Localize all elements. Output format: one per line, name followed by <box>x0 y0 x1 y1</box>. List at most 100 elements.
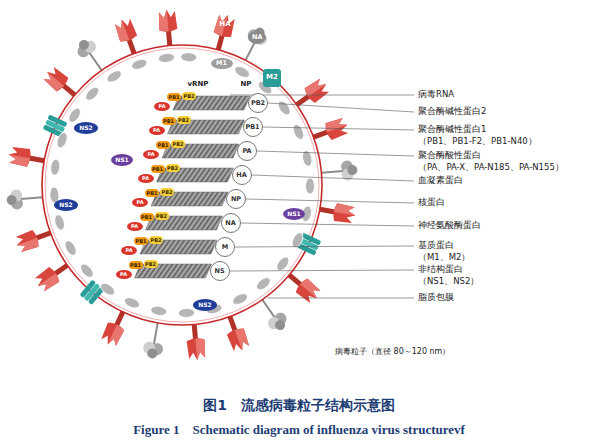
spike-highlight <box>300 277 323 298</box>
node-text: PB2 <box>145 262 156 267</box>
hemagglutinin-spike <box>318 200 357 224</box>
pb1-subunit: PB1 <box>167 93 181 101</box>
leader-line <box>230 270 415 271</box>
segment-circle: NP <box>226 189 246 209</box>
matrix-protein <box>305 178 314 194</box>
size-note: 病毒粒子（直径 80～120 nm） <box>335 347 450 356</box>
pb2-subunit: PB2 <box>155 212 169 220</box>
ns2-oval: NS2 <box>193 299 217 311</box>
protein-label: 聚合酶碱性蛋白1 <box>418 125 486 135</box>
pb1-subunit: PB1 <box>162 117 176 125</box>
neuraminidase-spike <box>142 321 168 360</box>
node-text: PB2 <box>251 100 265 107</box>
m2-channel <box>79 279 104 305</box>
spike-stem <box>21 197 43 199</box>
node-text: PB2 <box>173 142 184 147</box>
pb2-subunit: PB2 <box>171 140 185 148</box>
pb1-subunit: PB1 <box>140 213 154 221</box>
matrix-protein <box>105 68 123 84</box>
matrix-protein <box>53 213 66 231</box>
spike-head <box>33 266 61 293</box>
leader-line <box>252 175 415 181</box>
matrix-protein <box>78 262 95 280</box>
segment-circle: PB1 <box>243 117 263 137</box>
m1-oval: M1 <box>211 58 233 69</box>
pb2-subunit: PB2 <box>177 116 191 124</box>
node-text: NP <box>231 196 241 203</box>
protein-label: 神经氨酸酶蛋白 <box>418 221 481 231</box>
spike-highlight <box>17 238 41 254</box>
m2-part <box>47 114 67 127</box>
protein-label: 脂质包膜 <box>418 293 454 303</box>
matrix-protein <box>123 296 141 311</box>
segment-circle: PB2 <box>248 93 268 113</box>
pb2-subunit: PB2 <box>149 236 163 244</box>
spike-head <box>303 77 331 104</box>
node-text: PB2 <box>178 118 189 123</box>
segment-circle: NA <box>221 213 241 233</box>
matrix-protein <box>180 52 196 62</box>
spike-head <box>253 31 269 47</box>
hemagglutinin-spike <box>185 324 206 361</box>
node-text: PB1 <box>130 263 141 268</box>
matrix-protein <box>55 131 69 149</box>
pb1-subunit: PB1 <box>134 237 148 245</box>
spike-highlight <box>195 338 206 361</box>
spike-stem <box>321 171 343 173</box>
matrix-protein <box>254 275 272 292</box>
protein-label: 聚合酶酸性蛋白 <box>418 151 481 161</box>
node-text: PA <box>136 200 143 205</box>
node-text: NS <box>214 268 224 275</box>
pb2-subunit: PB2 <box>144 260 158 268</box>
spike-head <box>7 146 32 168</box>
leader-line <box>241 223 415 226</box>
node-text: PB1 <box>163 119 174 124</box>
node-text: NA <box>252 34 262 41</box>
protein-label: 非结构蛋白 <box>418 265 463 275</box>
spike-highlight <box>7 154 30 167</box>
node-text: HA <box>236 172 246 179</box>
matrix-protein <box>50 159 61 176</box>
spike-head <box>14 229 41 253</box>
neuraminidase-spike <box>6 187 44 210</box>
pb1-subunit: PB1 <box>151 165 165 173</box>
leader-lines <box>230 95 415 298</box>
ns2-oval: NS2 <box>74 122 98 134</box>
spike-head <box>273 318 287 332</box>
spike-head <box>294 277 322 305</box>
node-text: PB2 <box>184 94 195 99</box>
matrix-protein <box>63 239 79 257</box>
pa-subunit: PA <box>138 174 154 183</box>
matrix-protein <box>274 255 291 273</box>
node-text: NS2 <box>79 125 93 131</box>
spike-stem <box>246 41 256 61</box>
matrix-protein <box>291 123 306 141</box>
node-text: PA <box>131 224 138 229</box>
hemagglutinin-spike <box>210 13 237 52</box>
protein-label: 基质蛋白 <box>418 241 454 251</box>
node-text: PB1 <box>152 167 163 172</box>
node-text: NS1 <box>287 211 301 217</box>
pb2-subunit: PB2 <box>166 164 180 172</box>
node-text: PB1 <box>141 215 152 220</box>
pb2-subunit: PB2 <box>182 92 196 100</box>
matrix-protein <box>99 281 117 298</box>
spike-highlight <box>303 77 326 97</box>
lipid-envelope-inner <box>45 48 319 322</box>
ns2-oval: NS2 <box>54 199 78 211</box>
spike-highlight <box>108 325 125 349</box>
structure-label: vRNP <box>188 80 209 88</box>
pb1-subunit: PB1 <box>156 141 170 149</box>
spike-head <box>113 17 137 44</box>
m2-part <box>79 279 96 298</box>
hemagglutinin-spike <box>221 313 250 353</box>
spike-stem <box>154 323 158 345</box>
spike-highlight <box>158 10 169 33</box>
protein-label: （M1、M2） <box>418 253 470 263</box>
node-text: PA <box>242 148 251 155</box>
neuraminidase-spike <box>321 160 359 183</box>
spike-highlight <box>324 116 348 132</box>
node-text: HA <box>219 21 230 28</box>
matrix-protein <box>276 99 293 117</box>
node-text: PA <box>120 272 127 277</box>
